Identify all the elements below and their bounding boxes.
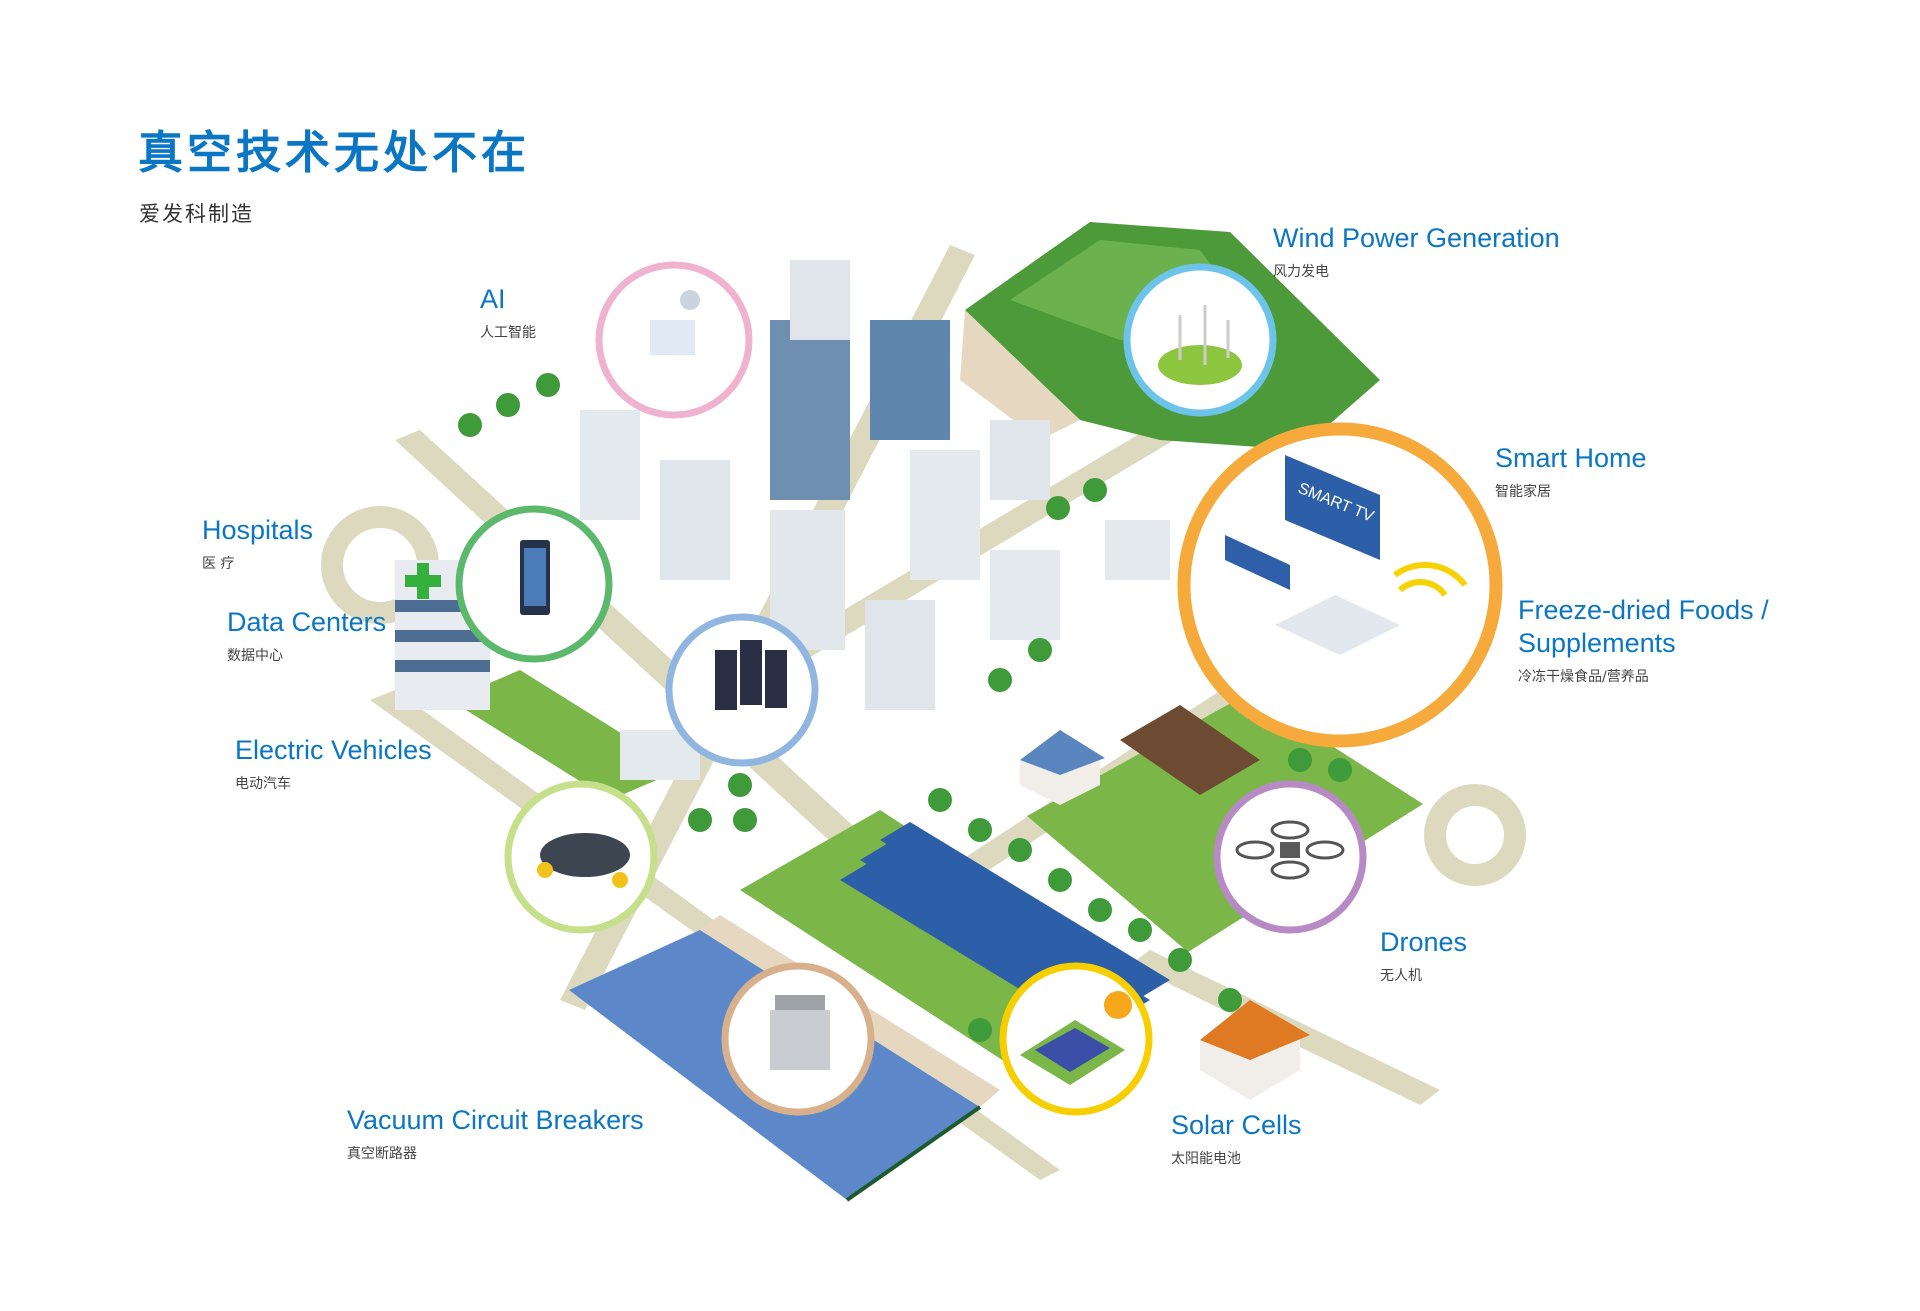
label-vacuum-en: Vacuum Circuit Breakers bbox=[347, 1105, 644, 1135]
label-hospitals: Hospitals 医 疗 bbox=[202, 514, 313, 573]
label-freeze-dried: Freeze-dried Foods /Supplements 冷冻干燥食品/营养… bbox=[1518, 594, 1769, 686]
label-solar-cells: Solar Cells 太阳能电池 bbox=[1171, 1109, 1302, 1168]
label-freeze-dried-zh: 冷冻干燥食品/营养品 bbox=[1518, 669, 1649, 685]
label-ai-zh: 人工智能 bbox=[480, 325, 536, 341]
label-electric-vehicles: Electric Vehicles 电动汽车 bbox=[235, 734, 432, 793]
label-ai-en: AI bbox=[480, 284, 506, 314]
label-hospitals-en: Hospitals bbox=[202, 515, 314, 545]
label-wind-en: Wind Power Generation bbox=[1273, 223, 1560, 253]
label-solar-zh: 太阳能电池 bbox=[1171, 1151, 1241, 1167]
label-ai: AI 人工智能 bbox=[480, 283, 536, 342]
data-centers-circle bbox=[665, 613, 819, 767]
wind-power-circle bbox=[1123, 263, 1277, 417]
label-hospitals-zh: 医 疗 bbox=[202, 556, 235, 572]
drones-circle bbox=[1213, 780, 1367, 934]
smart-home-circle: SMART TV bbox=[1177, 422, 1503, 748]
trees bbox=[458, 373, 1352, 1042]
label-vacuum-zh: 真空断路器 bbox=[347, 1146, 417, 1162]
label-wind-power: Wind Power Generation 风力发电 bbox=[1273, 222, 1560, 281]
label-wind-zh: 风力发电 bbox=[1273, 264, 1329, 280]
label-smart-home: Smart Home 智能家居 bbox=[1495, 442, 1647, 501]
vacuum-circuit-breakers-circle bbox=[721, 962, 875, 1116]
label-smart-home-zh: 智能家居 bbox=[1495, 484, 1551, 500]
label-smart-home-en: Smart Home bbox=[1495, 443, 1647, 473]
label-freeze-dried-en-line1: Freeze-dried Foods / bbox=[1518, 595, 1769, 625]
label-drones-zh: 无人机 bbox=[1380, 968, 1422, 984]
label-drones: Drones 无人机 bbox=[1380, 926, 1467, 985]
label-data-centers-en: Data Centers bbox=[227, 607, 387, 637]
label-data-centers-zh: 数据中心 bbox=[227, 648, 283, 664]
label-solar-en: Solar Cells bbox=[1171, 1110, 1302, 1140]
page-title: 真空技术无处不在 bbox=[138, 126, 531, 179]
label-vacuum-circuit-breakers: Vacuum Circuit Breakers 真空断路器 bbox=[347, 1104, 644, 1163]
ai-circle bbox=[595, 261, 753, 419]
label-drones-en: Drones bbox=[1380, 927, 1468, 957]
page-subtitle: 爱发科制造 bbox=[139, 202, 254, 226]
electric-vehicles-circle bbox=[504, 780, 658, 934]
label-electric-vehicles-zh: 电动汽车 bbox=[235, 776, 291, 792]
hospitals-circle bbox=[455, 505, 613, 663]
label-data-centers: Data Centers 数据中心 bbox=[227, 606, 386, 665]
city-buildings bbox=[395, 260, 1310, 1100]
label-electric-vehicles-en: Electric Vehicles bbox=[235, 735, 432, 765]
solar-cells-circle bbox=[999, 962, 1153, 1116]
label-freeze-dried-en-line2: Supplements bbox=[1518, 628, 1676, 658]
